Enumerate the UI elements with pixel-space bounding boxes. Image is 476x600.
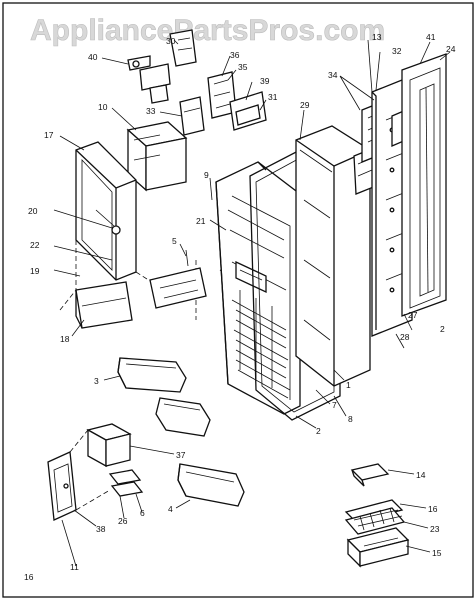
watermark-text: AppliancePartsPros.com [30,14,385,47]
freezer-door-17 [75,141,137,281]
callout-1: 1 [346,380,351,390]
shelf-bracket-5 [149,249,207,309]
door-bin-4 [177,463,245,507]
callout-39: 39 [260,76,270,86]
callout-6: 6 [140,508,145,518]
lower-door-bin-2 [155,397,211,437]
freezer-basket-18 [75,281,133,329]
callout-3: 3 [94,376,99,386]
callout-36: 36 [230,50,240,60]
callout-2: 2 [316,426,321,436]
callout-40: 40 [88,52,98,62]
hinge-block-33 [179,96,205,136]
callout-7: 7 [332,400,337,410]
callout-8: 8 [348,414,353,424]
hinge-cover-31-39 [229,91,267,131]
diagram-code: 16 [24,572,34,582]
callout-4: 4 [168,504,173,514]
ice-bin-15 [346,527,410,568]
callout-24: 24 [446,44,456,54]
callout-18: 18 [60,334,70,344]
ice-box-37 [86,423,132,468]
callout-31: 31 [268,92,278,102]
ice-tray-14 [350,463,390,487]
callout-5: 5 [172,236,177,246]
callout-22: 22 [30,240,40,250]
tray-26-6 [108,469,144,497]
callout-26: 26 [118,516,128,526]
callout-14: 14 [416,470,426,480]
callout-11: 11 [70,562,79,572]
callout-21: 21 [196,216,206,226]
door-bin-3 [117,357,187,393]
callout-16: 16 [428,504,438,514]
callout-28: 28 [400,332,410,342]
callout-30: 30 [166,36,176,46]
callout-32: 32 [392,46,402,56]
fresh-food-door-21 [215,161,301,415]
callout-19: 19 [30,266,40,276]
callout-33: 33 [146,106,156,116]
callout-37: 37 [176,450,186,460]
small-door-11 [47,451,77,521]
callout-38: 38 [96,524,106,534]
callout-13: 13 [372,32,382,42]
callout-41: 41 [426,32,436,42]
cabinet-liner-1 [295,125,377,387]
callout-29: 29 [300,100,310,110]
callout-35: 35 [238,62,248,72]
callout-9: 9 [204,170,209,180]
callout-34: 34 [328,70,338,80]
callout-23: 23 [430,524,440,534]
hinge-cover-35-36 [207,71,237,119]
dispenser-housing-10 [126,121,188,192]
callout-10: 10 [98,102,108,112]
hinge-bracket-30 [169,29,197,67]
callout-17: 17 [44,130,54,140]
callout-27: 27 [408,310,418,320]
callout-2-right: 2 [440,324,445,334]
leader-lines [53,39,451,567]
callout-labels: 30 40 36 35 39 31 33 10 17 20 22 19 18 3… [28,32,456,572]
hinge-assembly-40 [127,55,171,104]
callout-20: 20 [28,206,38,216]
back-panel-24 [401,53,447,317]
callout-15: 15 [432,548,442,558]
